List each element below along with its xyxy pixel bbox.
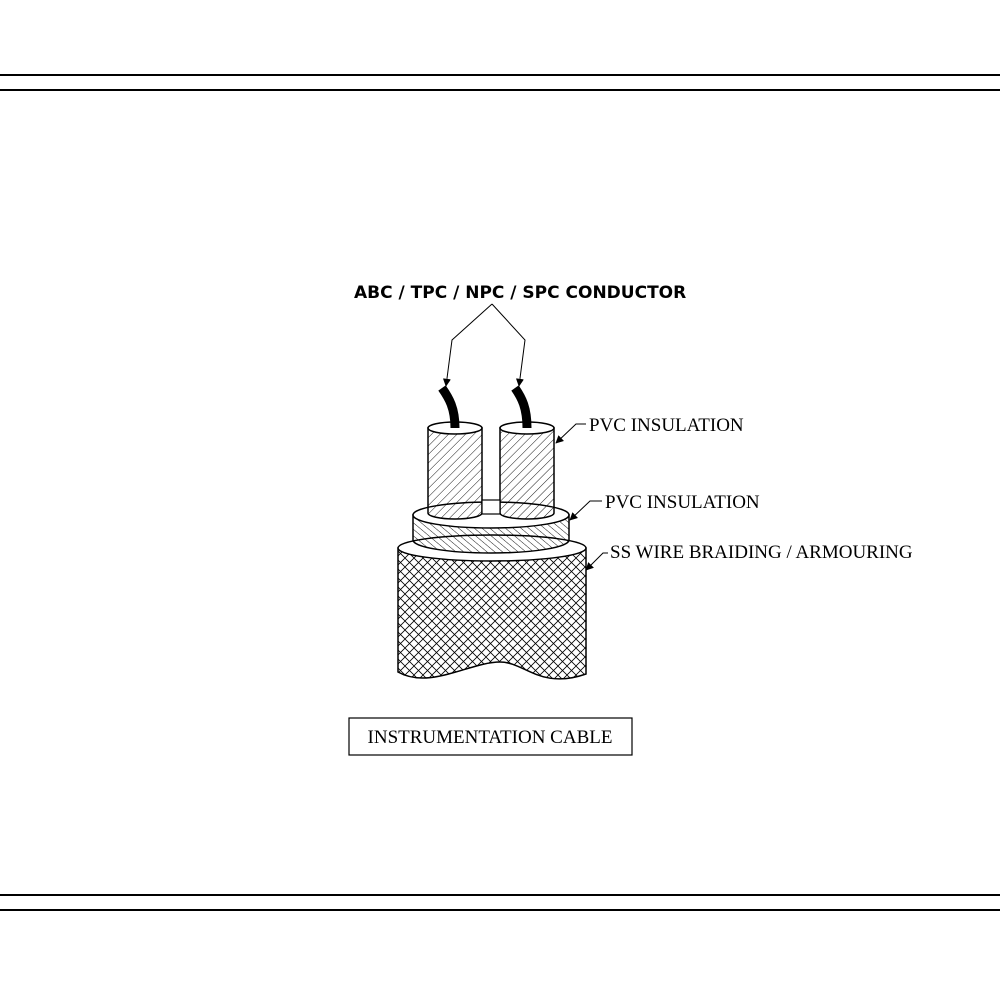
armour-leader [585,552,608,571]
core-insulation-label: PVC INSULATION [589,415,744,436]
core-right [499,421,555,520]
core-left [427,421,483,520]
conductor-leaders [442,303,526,387]
title-box: INSTRUMENTATION CABLE [348,717,633,756]
armour-label: SS WIRE BRAIDING / ARMOURING [610,542,913,563]
inner-sheath-label: PVC INSULATION [605,492,760,513]
frame-border [0,74,1000,911]
conductor-strands [438,385,532,429]
core-insulation-leader [555,423,586,444]
diagram-title: INSTRUMENTATION CABLE [368,727,613,748]
armour-layer [397,534,587,680]
core-gap [481,499,501,515]
inner-sheath-leader [569,500,602,521]
conductor-label: ABC / TPC / NPC / SPC CONDUCTOR [354,283,686,303]
